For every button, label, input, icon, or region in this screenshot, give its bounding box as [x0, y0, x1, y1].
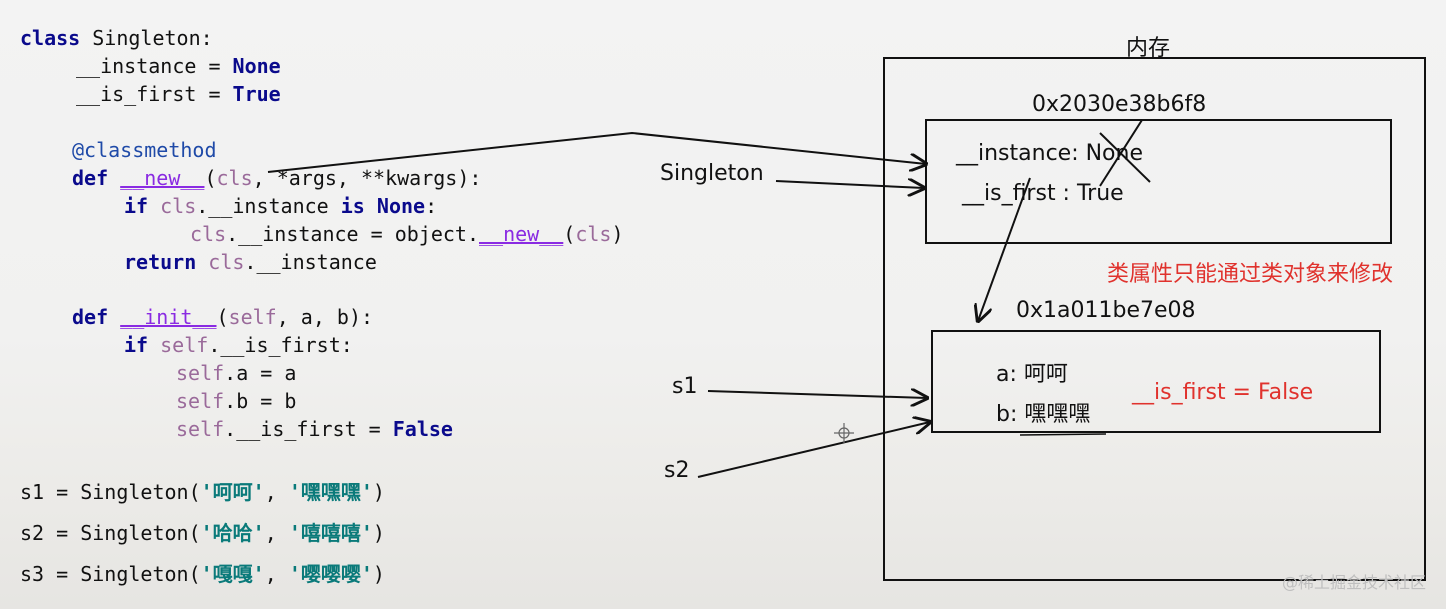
code-line-decorator: @classmethod [72, 138, 217, 162]
code-line-if-first: if self.__is_first: [124, 333, 353, 357]
arrow-cls-to-class [267, 131, 926, 173]
instance-attr-b: b: 嘿嘿嘿 [996, 402, 1091, 427]
code-line-2: __instance = None [76, 54, 281, 78]
instance-address: 0x1a011be7e08 [1016, 298, 1196, 323]
label-s1: s1 [672, 374, 698, 399]
watermark: @稀土掘金技术社区 [1281, 573, 1426, 592]
code-line-def-new: def __new__(cls, *args, **kwargs): [72, 166, 482, 190]
class-object-address: 0x2030e38b6f8 [1032, 92, 1207, 117]
code-line-s2: s2 = Singleton('哈哈', '嘻嘻嘻') [20, 521, 385, 545]
underline-mark [1019, 433, 1107, 436]
strike-none-1 [1099, 132, 1151, 183]
instance-attr-a: a: 呵呵 [996, 362, 1068, 387]
code-line-self-first: self.__is_first = False [176, 417, 453, 441]
class-attr-is-first: __is_first : True [962, 181, 1124, 206]
note-class-attr-modify: 类属性只能通过类对象来修改 [1107, 262, 1394, 287]
code-line-s1: s1 = Singleton('呵呵', '嘿嘿嘿') [20, 480, 385, 504]
label-singleton: Singleton [660, 161, 764, 186]
code-line-self-b: self.b = b [176, 389, 297, 413]
label-s2: s2 [664, 458, 690, 483]
code-line-self-a: self.a = a [176, 361, 297, 385]
arrow-s1-to-object [707, 391, 927, 398]
code-line-s3: s3 = Singleton('嘎嘎', '嘤嘤嘤') [20, 562, 385, 586]
cursor-crosshair-icon [834, 423, 854, 443]
memory-box [883, 57, 1426, 581]
instance-box [931, 330, 1381, 433]
code-line-def-init: def __init__(self, a, b): [72, 305, 374, 329]
arrow-instance-to-object [978, 177, 1031, 321]
instance-note-is-first: __is_first = False [1132, 380, 1314, 405]
code-line-return: return cls.__instance [124, 250, 377, 274]
arrow-s2-to-object [697, 422, 930, 478]
memory-label: 内存 [1126, 36, 1171, 61]
code-line-1: class Singleton: [20, 26, 213, 50]
code-line-assign-instance: cls.__instance = object.__new__(cls) [190, 222, 624, 246]
code-listing: class Singleton: __instance = None __is_… [0, 0, 624, 586]
arrow-singleton-to-class [775, 181, 924, 188]
code-line-3: __is_first = True [76, 82, 281, 106]
code-line-if-instance: if cls.__instance is None: [124, 194, 438, 218]
strike-none-2 [1099, 119, 1143, 187]
